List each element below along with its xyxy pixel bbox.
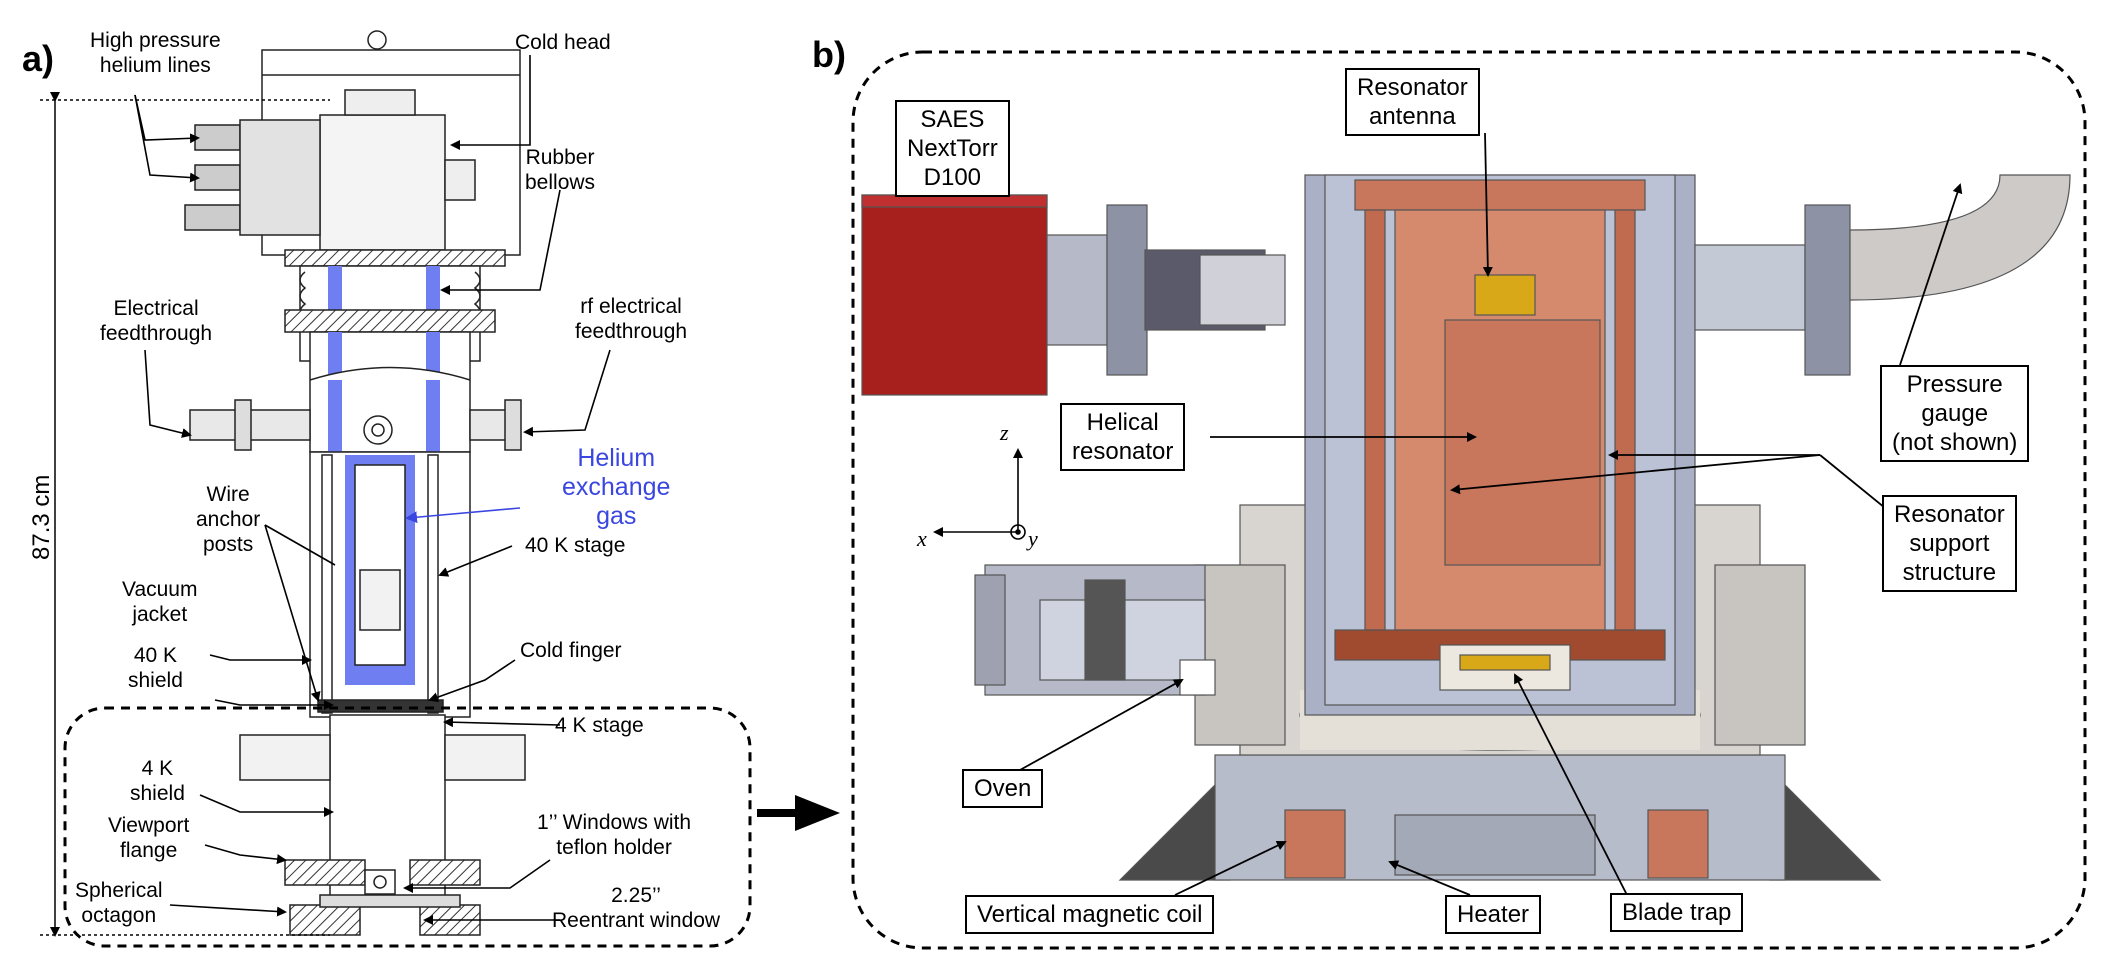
label-blade-trap: Blade trap <box>1610 893 1744 932</box>
label-4k-stage: 4 K stage <box>555 714 644 737</box>
panel-a-tag: a) <box>22 38 55 79</box>
label-reentrant-window: 2.25’’Reentrant window <box>552 884 721 932</box>
height-dimension <box>40 92 330 937</box>
axis-y-label: y <box>1028 526 1038 551</box>
coordinate-axes <box>933 448 1026 540</box>
height-label: 87.3 cm <box>28 474 55 560</box>
panel-a-leaders <box>134 55 611 925</box>
axis-x-label: x <box>917 526 927 551</box>
label-vertical-coil: Vertical magnetic coil <box>965 895 1215 934</box>
label-cold-head: Cold head <box>515 31 611 54</box>
label-cold-finger: Cold finger <box>520 639 622 662</box>
panel-b-leaders <box>1019 132 1963 896</box>
label-heater: Heater <box>1445 895 1542 934</box>
apparatus-render <box>861 174 2071 881</box>
label-oven: Oven <box>962 769 1044 808</box>
detail-region <box>63 706 752 948</box>
panel-b-tag: b) <box>812 34 846 75</box>
cryostat-drawing <box>184 30 526 936</box>
axis-z-label: z <box>1000 420 1009 445</box>
panel-b-frame <box>851 50 2087 950</box>
zoom-arrow <box>757 795 840 831</box>
label-40k-stage: 40 K stage <box>525 534 626 557</box>
